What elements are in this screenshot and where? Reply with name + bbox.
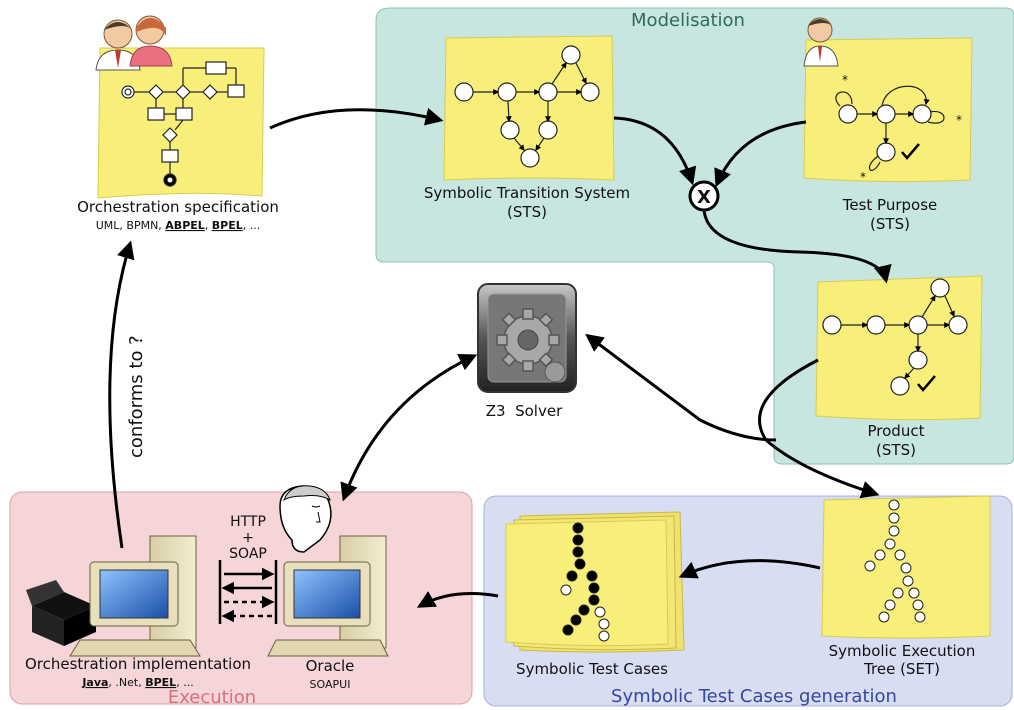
protocol-http: HTTP — [230, 514, 266, 530]
loop-marker: * — [860, 170, 866, 184]
protocol-plus: + — [242, 530, 254, 546]
loop-marker: * — [956, 113, 962, 127]
set-to-test-cases-arrow — [678, 559, 821, 579]
http-exchange-arrows — [218, 560, 278, 624]
loop-marker: * — [842, 73, 848, 87]
sts-label: Symbolic Transition System — [424, 184, 630, 202]
set-label-type: Tree (SET) — [863, 660, 940, 678]
product-label-type: (STS) — [876, 441, 916, 459]
implementation-computer-icon — [69, 535, 201, 657]
conforms-label: conforms to ? — [126, 335, 147, 458]
designers-icon — [95, 15, 173, 71]
solver-gear-icon — [477, 283, 577, 393]
product-note — [815, 275, 983, 421]
oracle-label: Oracle — [306, 657, 355, 675]
box-icon — [26, 580, 96, 646]
test-purpose-label: Test Purpose — [842, 196, 938, 214]
purpose-to-product-op-arrow — [714, 120, 807, 188]
test-cases-label: Symbolic Test Cases — [516, 660, 668, 678]
op-to-product-arrow — [702, 209, 892, 284]
test-purpose-note — [803, 37, 973, 183]
oracle-sublabel: SOAPUI — [310, 678, 351, 691]
set-note — [821, 495, 991, 639]
product-label: Product — [868, 422, 925, 440]
product-operator-label: X — [697, 187, 711, 208]
tester-icon — [803, 17, 839, 67]
check-mark-icon — [917, 375, 936, 392]
sts-to-product-op-arrow — [613, 116, 697, 186]
test-purpose-label-type: (STS) — [870, 215, 910, 233]
sts-label-type: (STS) — [507, 203, 547, 221]
oracle-computer-icon — [267, 535, 389, 657]
orchestration-spec-title: Orchestration specification — [77, 198, 279, 216]
set-label: Symbolic Execution — [829, 642, 976, 660]
protocol-soap: SOAP — [229, 546, 267, 562]
check-mark-icon — [901, 143, 920, 160]
solver-set-link-arrow — [585, 333, 777, 442]
sts-note — [443, 35, 615, 181]
generation-title: Symbolic Test Cases generation — [611, 686, 897, 707]
oracle-head-icon — [279, 485, 332, 553]
implementation-formats: Java, .Net, BPEL, ... — [81, 676, 193, 689]
solver-oracle-link-arrow — [340, 353, 478, 502]
orchestration-spec-formats: UML, BPMN, ABPEL, BPEL, ... — [96, 219, 261, 232]
orchestration-spec-note — [97, 47, 265, 199]
test-cases-to-oracle-arrow — [416, 591, 499, 608]
implementation-title: Orchestration implementation — [25, 655, 251, 673]
conforms-arrow — [108, 240, 135, 549]
solver-label: Z3 Solver — [486, 402, 563, 420]
modelisation-title: Modelisation — [631, 10, 745, 31]
test-cases-notes — [505, 511, 685, 653]
spec-to-sts-arrow — [269, 107, 444, 130]
execution-title: Execution — [168, 687, 256, 708]
